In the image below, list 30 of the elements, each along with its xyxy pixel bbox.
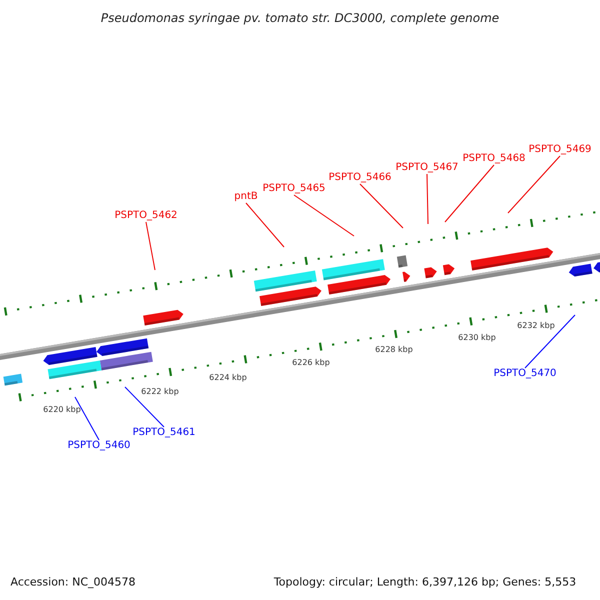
gene-label: PSPTO_5460 (68, 441, 130, 451)
scale-label: 6232 kbp (517, 322, 555, 330)
accession-text: Accession: NC_004578 (10, 576, 136, 588)
leader-line (360, 184, 404, 228)
leader-line (74, 396, 100, 440)
gene-label: PSPTO_5470 (494, 369, 556, 379)
leader-line (444, 164, 494, 222)
leader-line (524, 314, 576, 368)
gene-label: PSPTO_5467 (396, 163, 458, 173)
map-title: Pseudomonas syringae pv. tomato str. DC3000, complete genome (100, 12, 500, 24)
scale-label: 6220 kbp (43, 406, 81, 414)
scale-label: 6230 kbp (458, 334, 496, 342)
scale-label: 6226 kbp (292, 359, 330, 367)
scale-label: 6228 kbp (375, 346, 413, 354)
gene-label: pntB (234, 192, 258, 202)
scale-label: 6222 kbp (141, 388, 179, 396)
gene-label: PSPTO_5465 (262, 184, 326, 194)
leader-line (294, 194, 354, 236)
gene-label: PSPTO_5462 (114, 211, 178, 221)
leader-line (124, 386, 164, 428)
leader-line (426, 174, 428, 224)
gene-label: PSPTO_5466 (328, 173, 392, 183)
gene-label: PSPTO_5469 (528, 145, 592, 155)
leader-line (146, 222, 156, 270)
genome-stats-text: Topology: circular; Length: 6,397,126 bp; Genes: 5,553 (274, 576, 576, 588)
leader-line (246, 202, 284, 248)
scale-label: 6224 kbp (209, 374, 247, 382)
gene-label: PSPTO_5468 (462, 154, 526, 164)
gene-label: PSPTO_5461 (132, 428, 196, 438)
leader-line (508, 156, 560, 214)
